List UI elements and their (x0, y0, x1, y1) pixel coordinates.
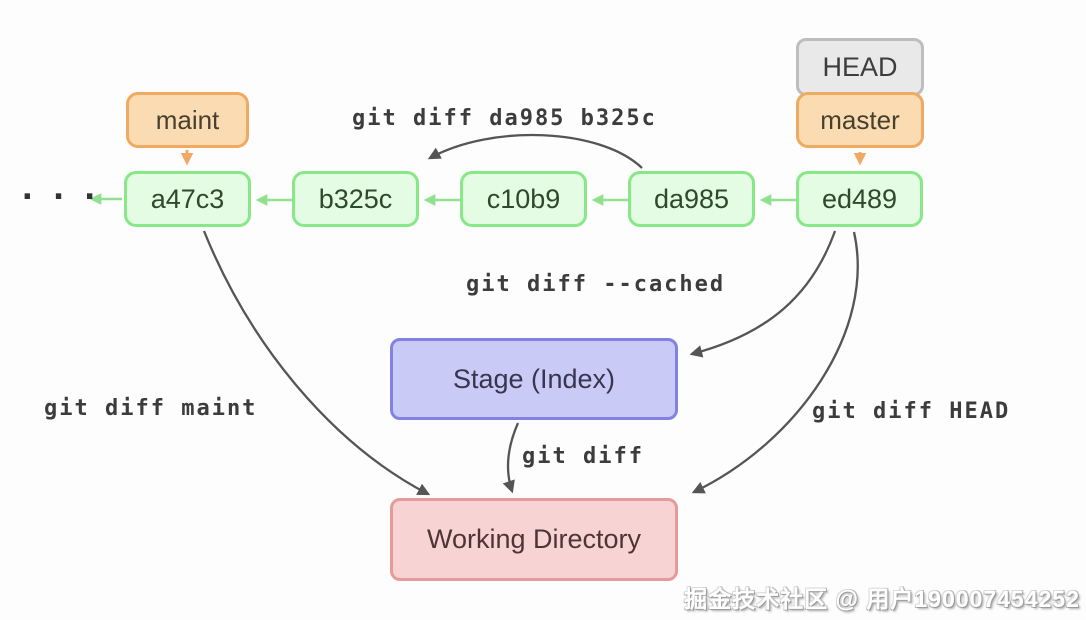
command-label-diff-head: git diff HEAD (812, 399, 1011, 424)
history-ellipsis: · · · (22, 176, 102, 218)
arrow-diff-da985-b325c (427, 133, 643, 169)
watermark: 掘金技术社区 @ 用户190007454252 (684, 586, 1080, 612)
commit-id: b325c (318, 183, 393, 214)
branch-label-maint: maint (126, 92, 249, 148)
working-directory-label: Working Directory (426, 524, 642, 554)
stage-index-label: Stage (Index) (452, 363, 616, 394)
branch-label-maint-text: maint (155, 104, 220, 135)
arrow-ed489-to-stage (689, 230, 837, 358)
command-label-diff-plain: git diff (522, 444, 644, 469)
arrow-ed489-to-working (691, 231, 859, 494)
commit-id: da985 (653, 183, 730, 214)
stage-index-box: Stage (Index) (390, 338, 678, 420)
commit-node-ed489: ed489 (796, 171, 923, 227)
arrow-stage-to-working (502, 422, 520, 494)
commit-node-b325c: b325c (292, 171, 419, 227)
commit-node-c10b9: c10b9 (460, 171, 587, 227)
arrow-a47c3-to-working (202, 230, 431, 496)
commit-node-a47c3: a47c3 (124, 171, 251, 227)
branch-label-master: master (796, 92, 924, 148)
commit-id: ed489 (821, 183, 898, 214)
command-label-diff-cached: git diff --cached (466, 272, 726, 297)
branch-label-master-text: master (820, 104, 900, 135)
head-label: HEAD (796, 38, 924, 96)
command-label-diff-commits: git diff da985 b325c (352, 106, 657, 131)
working-directory-box: Working Directory (390, 498, 678, 581)
head-label-text: HEAD (822, 51, 898, 82)
command-label-diff-maint: git diff maint (44, 396, 258, 421)
commit-id: a47c3 (150, 183, 225, 214)
commit-id: c10b9 (486, 183, 561, 214)
commit-node-da985: da985 (628, 171, 755, 227)
